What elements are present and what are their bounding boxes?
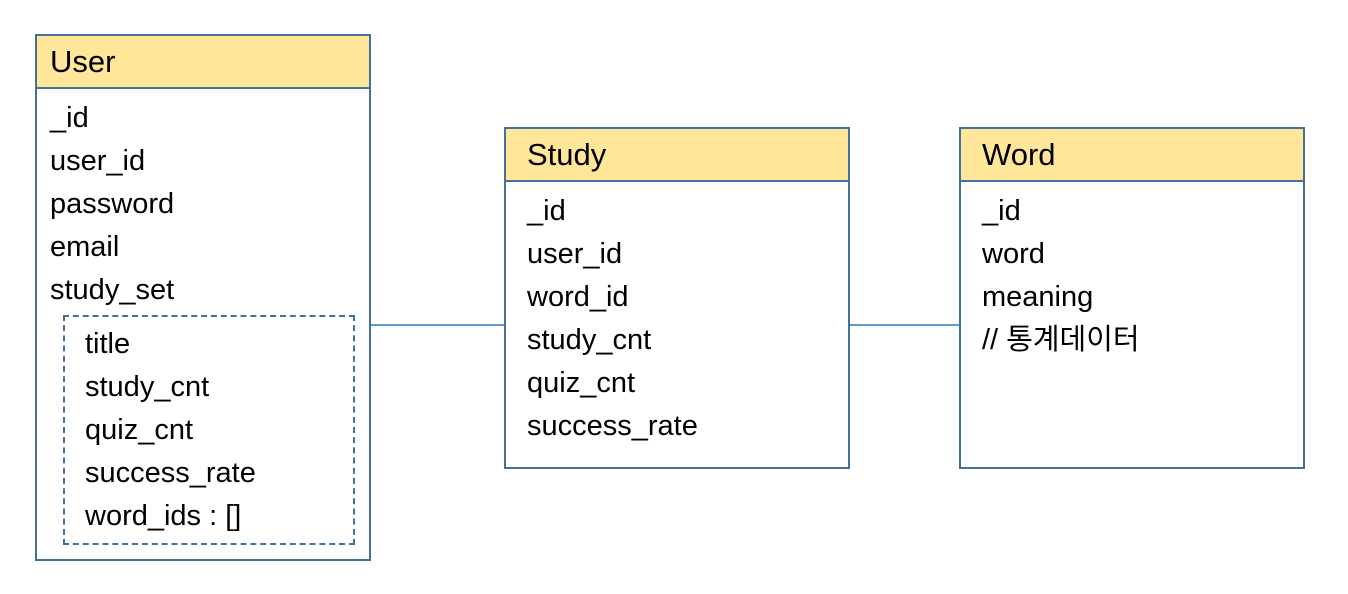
- field-study-study-cnt: study_cnt: [527, 324, 652, 356]
- field-word-stats-comment: // 통계데이터: [982, 324, 1140, 356]
- field-word-word: word: [982, 238, 1045, 270]
- study-set-subgroup: title study_cnt quiz_cnt success_rate wo…: [63, 315, 355, 545]
- entity-word: Word _id word meaning // 통계데이터: [959, 127, 1305, 469]
- entity-study: Study _id user_id word_id study_cnt quiz…: [504, 127, 850, 469]
- entity-study-title: Study: [506, 129, 848, 182]
- connector-user-study: [371, 324, 504, 326]
- entity-user-title: User: [37, 36, 369, 89]
- entity-study-field-list: _id user_id word_id study_cnt quiz_cnt s…: [506, 182, 848, 448]
- field-word-meaning: meaning: [982, 281, 1094, 313]
- field-user-email: email: [50, 231, 120, 263]
- field-user-user-id: user_id: [50, 145, 146, 177]
- field-study-user-id: user_id: [527, 238, 623, 270]
- entity-word-field-list: _id word meaning // 통계데이터: [961, 182, 1303, 362]
- connector-study-word: [850, 324, 959, 326]
- field-studyset-quiz-cnt: quiz_cnt: [85, 414, 194, 446]
- field-user-study-set: study_set: [50, 274, 175, 306]
- field-studyset-title: title: [85, 328, 131, 360]
- study-set-subgroup-field-list: title study_cnt quiz_cnt success_rate wo…: [65, 317, 353, 538]
- field-study-quiz-cnt: quiz_cnt: [527, 367, 636, 399]
- field-user-id-pk: _id: [50, 102, 89, 134]
- entity-user-field-list: _id user_id password email study_set: [37, 89, 369, 312]
- field-word-id-pk: _id: [982, 195, 1021, 227]
- field-study-success-rate: success_rate: [527, 410, 698, 442]
- field-user-password: password: [50, 188, 175, 220]
- field-studyset-word-ids: word_ids : []: [85, 500, 242, 532]
- field-studyset-success-rate: success_rate: [85, 457, 256, 489]
- field-studyset-study-cnt: study_cnt: [85, 371, 210, 403]
- entity-user: User _id user_id password email study_se…: [35, 34, 371, 561]
- field-study-id-pk: _id: [527, 195, 566, 227]
- field-study-word-id: word_id: [527, 281, 629, 313]
- entity-word-title: Word: [961, 129, 1303, 182]
